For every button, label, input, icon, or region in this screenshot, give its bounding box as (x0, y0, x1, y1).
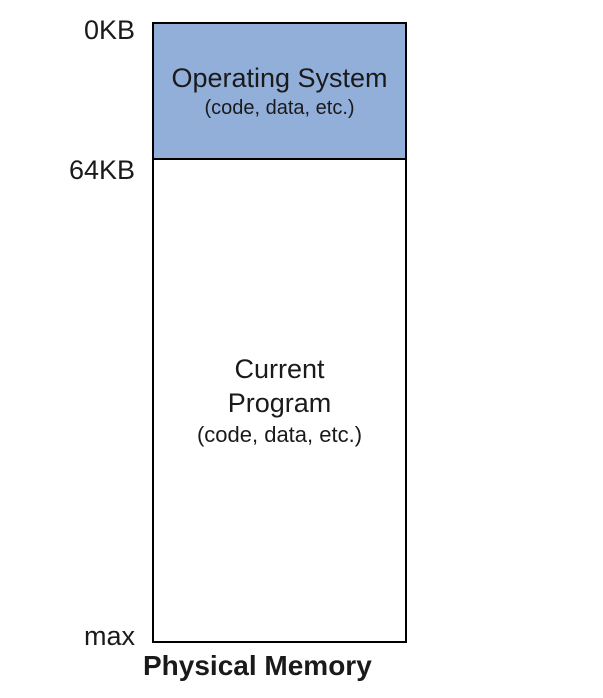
diagram-caption: Physical Memory (143, 650, 372, 681)
memory-address-label-max: max (83, 621, 135, 651)
memory-box: Operating System (code, data, etc.) Curr… (152, 22, 407, 643)
os-section: Operating System (code, data, etc.) (154, 24, 405, 160)
memory-address-label-0kb: 0KB (83, 15, 135, 45)
program-section-title-line2: Program (227, 388, 332, 418)
os-section-subtitle: (code, data, etc.) (204, 97, 355, 119)
current-program-section: Current Program (code, data, etc.) (154, 160, 405, 641)
program-section-subtitle: (code, data, etc.) (196, 422, 363, 447)
memory-address-label-64kb: 64KB (68, 155, 135, 185)
os-section-title: Operating System (171, 63, 388, 93)
program-section-title-line1: Current (234, 354, 325, 384)
